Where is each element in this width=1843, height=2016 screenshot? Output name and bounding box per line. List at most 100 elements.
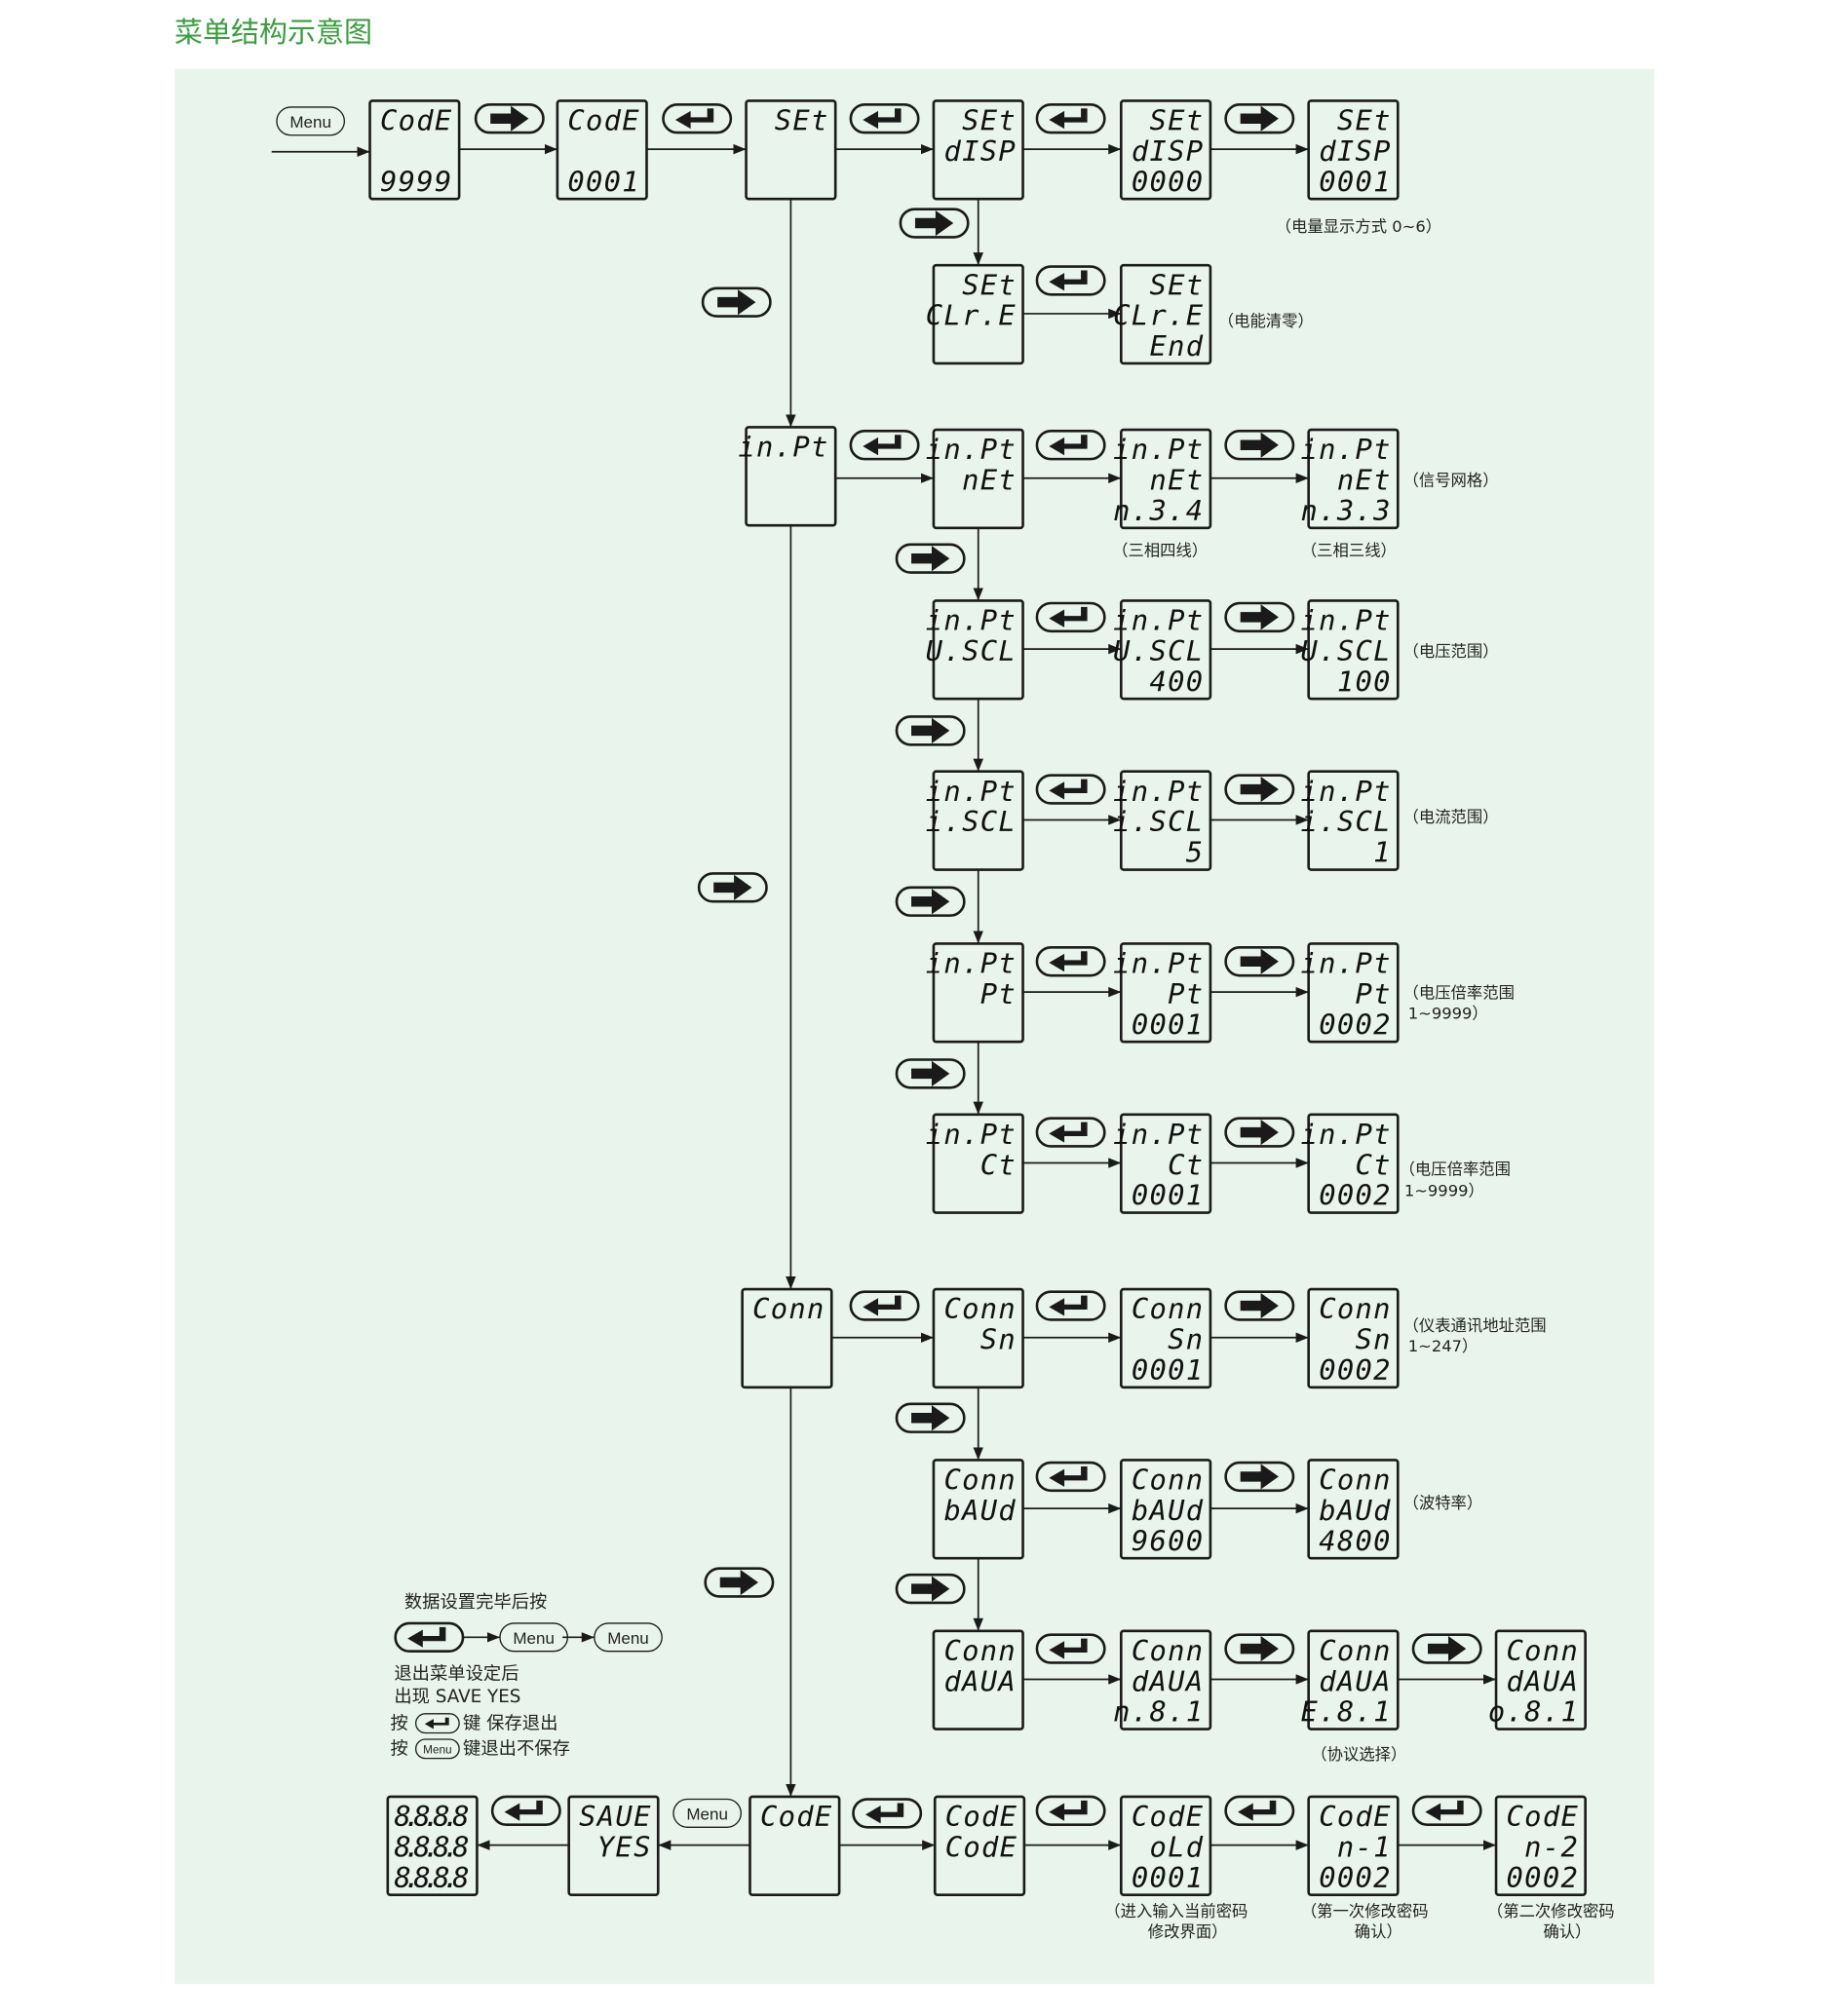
right-key-button[interactable] [895, 1058, 966, 1089]
menu-key-button[interactable]: Menu [672, 1798, 742, 1828]
enter-key-button[interactable] [1035, 1461, 1106, 1493]
enter-key-button[interactable] [852, 1798, 923, 1829]
right-button-frame[interactable] [1224, 1633, 1295, 1664]
arrow-right-icon [1240, 1120, 1279, 1146]
right-button-frame[interactable] [704, 1567, 775, 1598]
enter-key-button[interactable] [1411, 1795, 1482, 1826]
right-key-button[interactable] [899, 208, 970, 239]
menu-button-label: Menu [686, 1805, 728, 1823]
right-button-frame[interactable] [895, 715, 966, 746]
enter-button-frame[interactable] [849, 1290, 920, 1321]
enter-button-frame[interactable] [849, 430, 920, 461]
right-key-button[interactable] [704, 1567, 775, 1598]
menu-button-frame[interactable] [672, 1798, 742, 1828]
enter-key-button[interactable] [1224, 1795, 1295, 1826]
right-button-frame[interactable] [1224, 1290, 1295, 1321]
enter-key-button[interactable] [1035, 103, 1106, 134]
enter-button-frame[interactable] [849, 103, 920, 134]
menu-button-frame[interactable] [594, 1622, 663, 1653]
right-key-button[interactable] [1224, 946, 1295, 977]
right-key-button[interactable] [1411, 1633, 1482, 1664]
enter-button-frame[interactable] [1224, 1795, 1295, 1826]
arrow-right-icon [1240, 105, 1279, 132]
right-button-frame[interactable] [474, 103, 545, 134]
enter-button-frame[interactable] [1035, 1117, 1106, 1148]
enter-key-button[interactable] [1035, 1795, 1106, 1826]
enter-button-frame[interactable] [852, 1798, 923, 1829]
enter-button-frame[interactable] [1035, 265, 1106, 296]
enter-key-button[interactable] [1035, 946, 1106, 977]
enter-key-button[interactable] [849, 103, 920, 134]
enter-button-frame[interactable] [490, 1795, 561, 1826]
right-button-frame[interactable] [895, 1573, 966, 1605]
enter-button-frame[interactable] [1411, 1795, 1482, 1826]
menu-key-button[interactable]: Menu [276, 106, 345, 136]
enter-button-frame[interactable] [1035, 1633, 1106, 1664]
enter-key-button[interactable] [490, 1795, 561, 1826]
enter-key-button[interactable] [1035, 265, 1106, 296]
enter-key-button[interactable] [1035, 774, 1106, 805]
right-key-button[interactable] [1224, 1290, 1295, 1321]
right-key-button[interactable] [895, 1402, 966, 1433]
enter-icon [1049, 606, 1088, 628]
right-key-button[interactable] [895, 886, 966, 917]
lcd-line: dAUA [1319, 1664, 1392, 1697]
right-key-button[interactable] [1224, 1117, 1295, 1148]
enter-button-frame[interactable] [1035, 946, 1106, 977]
right-button-frame[interactable] [1224, 774, 1295, 805]
enter-key-button[interactable] [1035, 1117, 1106, 1148]
right-key-button[interactable] [895, 1573, 966, 1605]
right-button-frame[interactable] [1411, 1633, 1482, 1664]
menu-button-frame[interactable] [276, 106, 345, 136]
enter-key-button[interactable] [662, 103, 733, 134]
enter-button-frame[interactable] [1035, 1461, 1106, 1493]
right-key-button[interactable] [1224, 601, 1295, 633]
enter-button-frame[interactable] [1035, 430, 1106, 461]
lcd-line: Conn [1507, 1634, 1580, 1667]
right-key-button[interactable] [474, 103, 545, 134]
enter-button-frame[interactable] [1035, 774, 1106, 805]
lcd-line: Ct [1355, 1148, 1391, 1181]
enter-key-button[interactable] [1035, 1290, 1106, 1321]
right-key-button[interactable] [1224, 103, 1295, 134]
enter-button-frame[interactable] [662, 103, 733, 134]
right-button-frame[interactable] [895, 886, 966, 917]
right-key-button[interactable] [1224, 1461, 1295, 1493]
annotation-net: （信号网格） [1403, 472, 1499, 490]
enter-key-button[interactable] [849, 1290, 920, 1321]
right-button-frame[interactable] [899, 208, 970, 239]
right-button-frame[interactable] [697, 872, 768, 903]
right-key-button[interactable] [895, 715, 966, 746]
annotation-iscl: （电流范围） [1403, 808, 1499, 826]
lcd-frame [932, 1113, 1024, 1214]
enter-key-button[interactable] [849, 430, 920, 461]
right-key-button[interactable] [697, 872, 768, 903]
right-key-button[interactable] [1224, 1633, 1295, 1664]
right-button-frame[interactable] [895, 1402, 966, 1433]
enter-key-button[interactable] [1035, 430, 1106, 461]
enter-button-frame[interactable] [1035, 601, 1106, 633]
right-button-frame[interactable] [1224, 1117, 1295, 1148]
right-button-frame[interactable] [1224, 601, 1295, 633]
right-button-frame[interactable] [1224, 430, 1295, 461]
enter-key-button[interactable] [1035, 601, 1106, 633]
right-button-frame[interactable] [895, 1058, 966, 1089]
enter-key-button[interactable] [1035, 1633, 1106, 1664]
enter-button-frame[interactable] [1035, 103, 1106, 134]
right-button-frame[interactable] [1224, 1461, 1295, 1493]
right-button-frame[interactable] [1224, 946, 1295, 977]
enter-button-frame[interactable] [1035, 1795, 1106, 1826]
enter-button-frame[interactable] [1035, 1290, 1106, 1321]
lcd-frame [1307, 1459, 1400, 1560]
right-key-button[interactable] [701, 286, 772, 318]
right-button-frame[interactable] [895, 543, 966, 574]
right-button-frame[interactable] [701, 286, 772, 318]
right-button-frame[interactable] [1224, 103, 1295, 134]
legend-menu-button[interactable]: Menu [594, 1622, 663, 1653]
right-key-button[interactable] [1224, 774, 1295, 805]
right-key-button[interactable] [1224, 430, 1295, 461]
right-key-button[interactable] [895, 543, 966, 574]
